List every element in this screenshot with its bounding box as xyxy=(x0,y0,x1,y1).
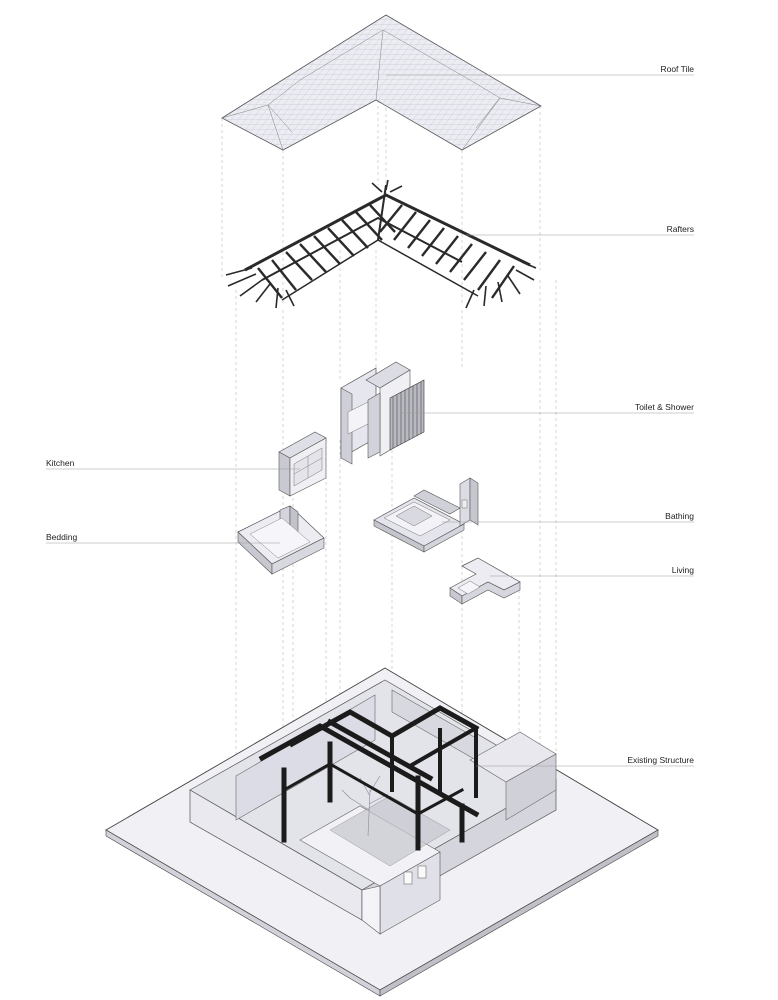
bathing-label: Bathing xyxy=(665,511,694,521)
toilet-shower-label: Toilet & Shower xyxy=(635,402,694,412)
existing-structure-label: Existing Structure xyxy=(627,755,694,765)
roof-tile-layer xyxy=(221,14,542,151)
label-toilet-shower: Toilet & Shower xyxy=(402,402,694,414)
label-living: Living xyxy=(490,565,694,577)
label-bathing: Bathing xyxy=(442,511,694,523)
kitchen-label: Kitchen xyxy=(46,458,75,468)
label-kitchen: Kitchen xyxy=(46,458,300,470)
toilet-shower-module xyxy=(340,361,425,465)
bedding-module xyxy=(237,505,325,575)
living-label: Living xyxy=(672,565,694,575)
label-roof-tile: Roof Tile xyxy=(386,64,694,76)
kitchen-module xyxy=(278,431,327,497)
rafters-label: Rafters xyxy=(667,224,694,234)
existing-structure-layer xyxy=(105,667,659,997)
rafters-layer xyxy=(225,179,537,309)
bathing-module xyxy=(373,477,479,553)
bedding-label: Bedding xyxy=(46,532,77,542)
living-module xyxy=(449,557,521,605)
label-bedding: Bedding xyxy=(46,532,280,544)
steel-frame xyxy=(258,705,480,851)
projection-lines xyxy=(221,36,557,850)
label-rafters: Rafters xyxy=(466,224,694,236)
roof-tile-label: Roof Tile xyxy=(660,64,694,74)
label-existing-structure: Existing Structure xyxy=(476,755,694,767)
